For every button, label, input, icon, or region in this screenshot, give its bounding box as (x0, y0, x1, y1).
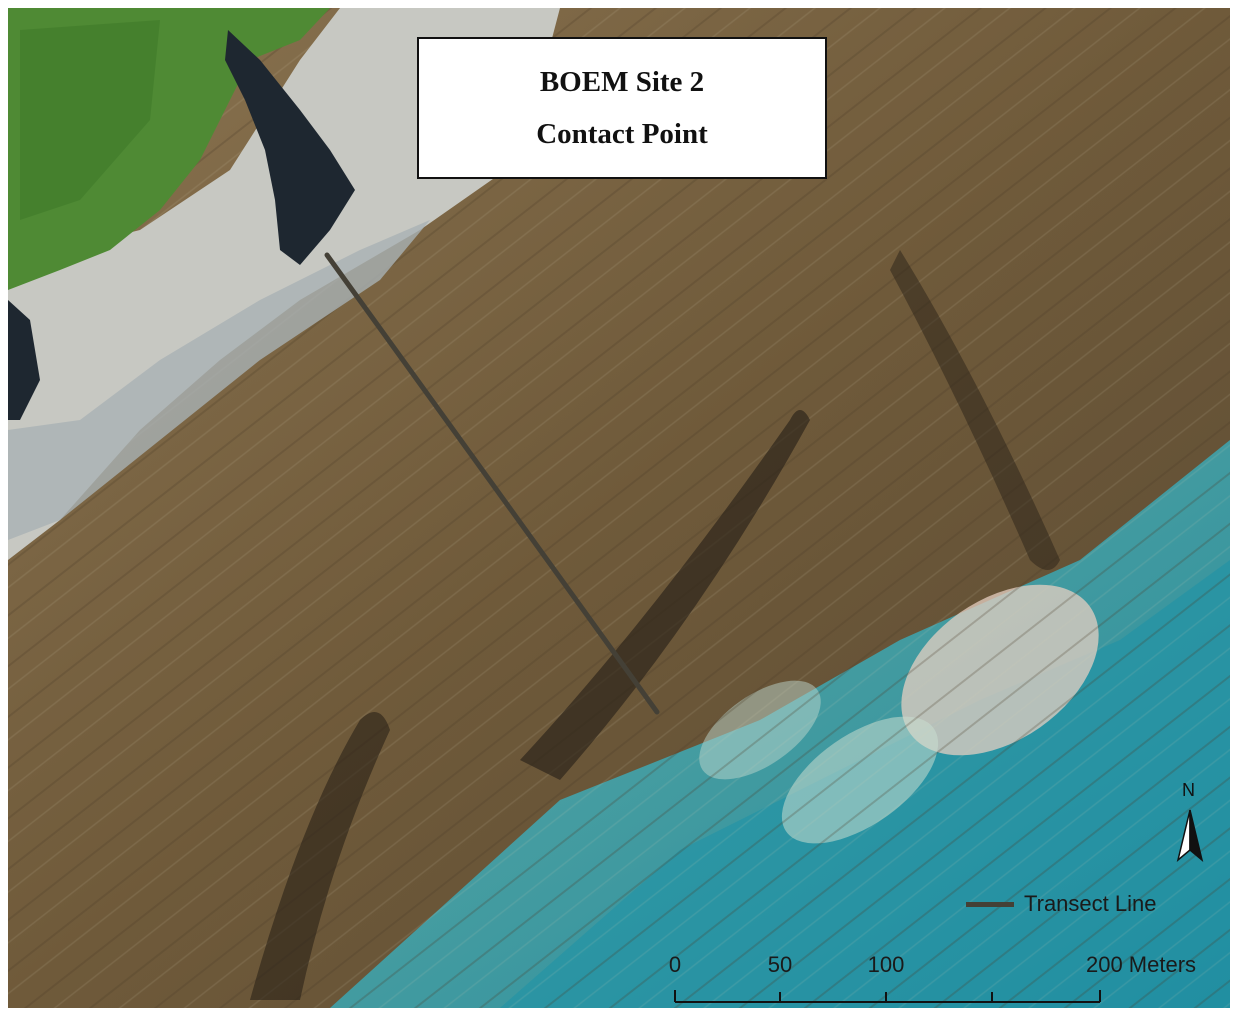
legend-transect-swatch (966, 901, 1014, 907)
scale-bar (674, 990, 1101, 1003)
north-arrow-icon (1176, 809, 1204, 862)
legend-transect-label: Transect Line (1024, 891, 1157, 916)
scale-label-100: 100 (867, 952, 905, 977)
transect-line (324, 252, 660, 715)
map-title-box: BOEM Site 2 Contact Point (417, 37, 827, 179)
scale-label-0: 0 (668, 952, 682, 977)
scale-label-200-meters: 200 Meters (1085, 952, 1197, 977)
scale-label-50: 50 (767, 952, 793, 977)
map-title-line-2: Contact Point (536, 118, 708, 150)
map-title-line-1: BOEM Site 2 (539, 66, 705, 98)
legend: Transect Line (966, 890, 1156, 918)
north-label: N (1182, 780, 1195, 800)
dark-cove (225, 30, 355, 265)
